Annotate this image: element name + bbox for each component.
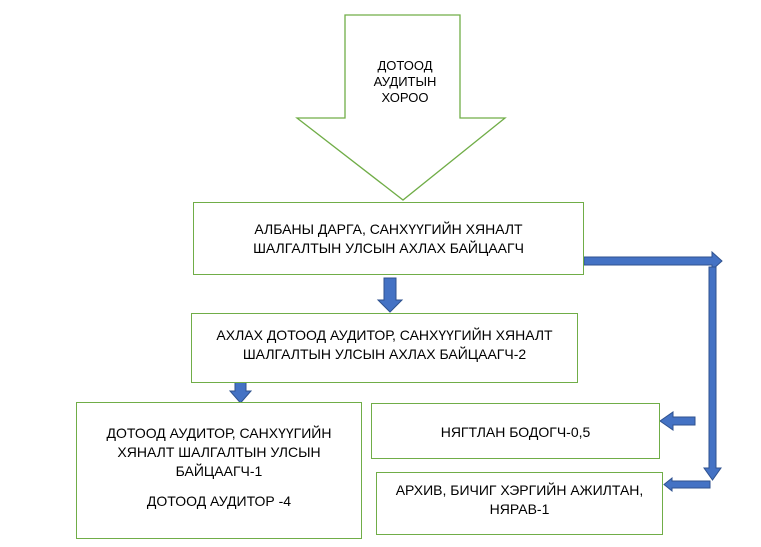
auditor-box-second-line: ДОТООД АУДИТОР -4 [146, 493, 292, 509]
head-box: АЛБАНЫ ДАРГА, САНХҮҮГИЙН ХЯНАЛТ ШАЛГАЛТЫ… [193, 202, 584, 275]
committee-label-line: ХОРОО [381, 90, 429, 105]
committee-arrow-shape [295, 14, 507, 201]
down-arrow-branch [703, 266, 722, 481]
accountant-box: НЯГТЛАН БОДОГЧ-0,5 [371, 403, 660, 459]
auditor-box-line: ХЯНАЛТ ШАЛГАЛТЫН УЛСЫН [117, 444, 321, 460]
accountant-box-label: НЯГТЛАН БОДОГЧ-0,5 [440, 424, 591, 440]
left-arrow-to-archive [663, 476, 711, 493]
senior-auditor-box: АХЛАХ ДОТООД АУДИТОР, САНХҮҮГИЙН ХЯНАЛТ … [191, 313, 578, 383]
archive-box-line: АРХИВ, БИЧИГ ХЭРГИЙН АЖИЛТАН, [395, 482, 644, 498]
archive-box: АРХИВ, БИЧИГ ХЭРГИЙН АЖИЛТАН, НЯРАВ-1 [376, 472, 663, 535]
auditor-box: ДОТООД АУДИТОР, САНХҮҮГИЙН ХЯНАЛТ ШАЛГАЛ… [76, 402, 362, 539]
auditor-box-spacer [77, 481, 361, 492]
archive-box-line: НЯРАВ-1 [489, 501, 550, 517]
committee-label-line: ДОТООД [377, 58, 433, 73]
down-arrow-head-to-senior [376, 277, 404, 313]
auditor-box-line: БАЙЦААГЧ-1 [175, 463, 263, 479]
right-arrow-head-to-branch [583, 250, 723, 272]
left-arrow-to-accountant [659, 411, 696, 431]
committee-label: ДОТООД АУДИТЫН ХОРОО [334, 58, 476, 106]
head-box-line: ШАЛГАЛТЫН УЛСЫН АХЛАХ БАЙЦААГЧ [253, 240, 524, 256]
senior-auditor-box-line: ШАЛГАЛТЫН УЛСЫН АХЛАХ БАЙЦААГЧ-2 [242, 346, 527, 362]
senior-auditor-box-line: АХЛАХ ДОТООД АУДИТОР, САНХҮҮГИЙН ХЯНАЛТ [216, 327, 553, 343]
committee-label-line: АУДИТЫН [373, 74, 437, 89]
auditor-box-line: ДОТООД АУДИТОР, САНХҮҮГИЙН [106, 425, 332, 441]
head-box-line: АЛБАНЫ ДАРГА, САНХҮҮГИЙН ХЯНАЛТ [254, 221, 523, 237]
